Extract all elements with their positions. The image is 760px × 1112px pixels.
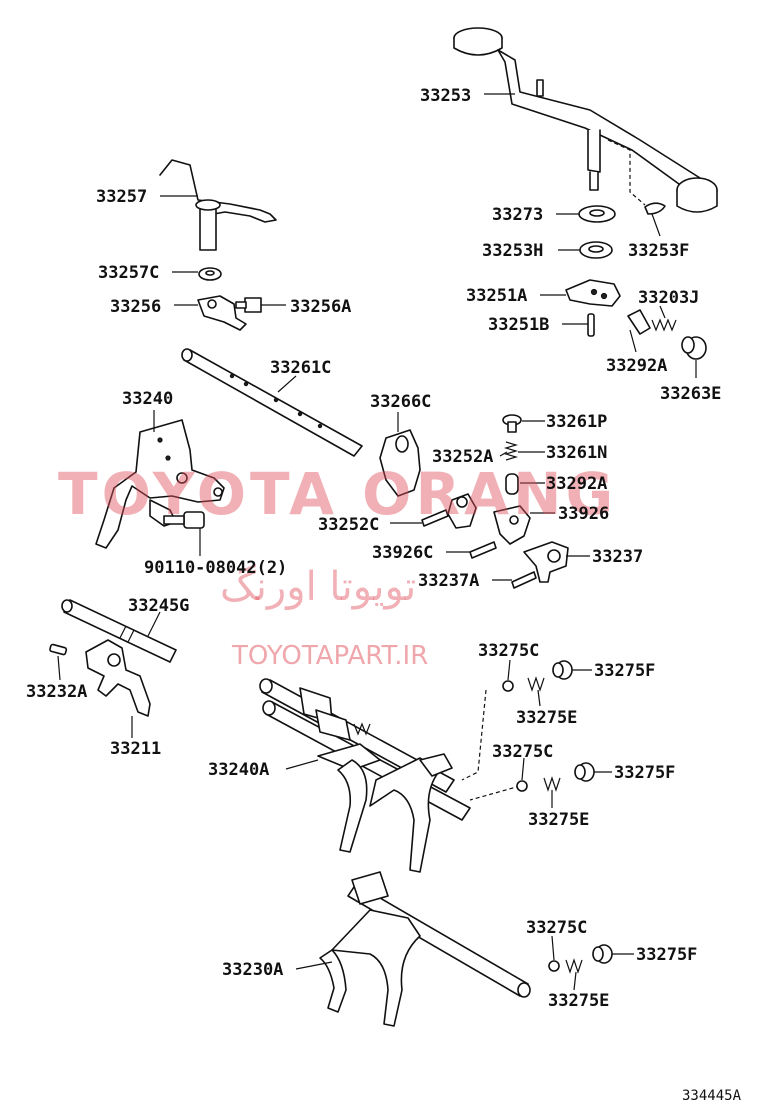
watermark-brand-farsi: تویوتا اورنگ [220, 564, 416, 610]
label-90110-08042: 90110-08042(2) [144, 558, 287, 578]
label-33275E-3: 33275E [548, 991, 609, 1011]
bolt-90110-08042 [163, 511, 205, 529]
plug-33261P [502, 414, 522, 433]
spring-33203J [651, 318, 677, 332]
label-33245G: 33245G [128, 596, 189, 616]
plunger-33292A-top [627, 309, 651, 335]
label-33257: 33257 [96, 187, 147, 207]
washer-33257C [198, 267, 222, 281]
spring-33275E-2 [543, 776, 561, 792]
part-33266C [379, 429, 421, 497]
shift-fork-33230A [319, 871, 531, 1027]
label-33275F-2: 33275F [614, 763, 675, 783]
label-33275F-3: 33275F [636, 945, 697, 965]
label-33275F-1: 33275F [594, 661, 655, 681]
plunger-33292A-mid [505, 473, 519, 495]
label-33292A-mid: 33292A [546, 474, 607, 494]
plug-33275F-1 [552, 660, 573, 680]
label-33926C: 33926C [372, 543, 433, 563]
shift-lever-33253 [453, 27, 718, 213]
label-33240A: 33240A [208, 760, 269, 780]
diagram-code: 334445A [682, 1088, 742, 1104]
label-33275E-2: 33275E [528, 810, 589, 830]
label-33252C: 33252C [318, 515, 379, 535]
shaft-33245G [61, 599, 177, 663]
fork-33211 [85, 639, 151, 717]
label-33275C-1: 33275C [478, 641, 539, 661]
label-33273: 33273 [492, 205, 543, 225]
label-33926: 33926 [558, 504, 609, 524]
pin-33926C [469, 541, 497, 559]
label-33251B: 33251B [488, 315, 549, 335]
pin-33252C [421, 509, 449, 527]
plug-33263E [681, 336, 707, 360]
label-33251A: 33251A [466, 286, 527, 306]
label-33261C: 33261C [270, 358, 331, 378]
label-33261N: 33261N [546, 443, 607, 463]
shift-fork-assembly-33240A [259, 678, 471, 873]
label-33203J: 33203J [638, 288, 699, 308]
label-33275C-3: 33275C [526, 918, 587, 938]
pin-33251B [587, 313, 595, 337]
spring-33275E-3 [565, 958, 583, 974]
ball-33275C-3 [548, 960, 560, 972]
label-33275C-2: 33275C [492, 742, 553, 762]
clip-33253F [644, 202, 666, 215]
bushing-33253H [579, 241, 613, 259]
ball-33275C-1 [502, 680, 514, 692]
watermark-brand: TOYOTA ORANG [58, 460, 617, 528]
label-33266C: 33266C [370, 392, 431, 412]
label-33256A: 33256A [290, 297, 351, 317]
label-33275E-1: 33275E [516, 708, 577, 728]
shaft-33261C [181, 348, 363, 457]
label-33252A: 33252A [432, 447, 493, 467]
lever-33926 [493, 505, 531, 545]
label-33292A-top: 33292A [606, 356, 667, 376]
label-33230A: 33230A [222, 960, 283, 980]
label-33253F: 33253F [628, 241, 689, 261]
ball-33275C-2 [516, 780, 528, 792]
bracket-33257 [159, 159, 277, 251]
label-33257C: 33257C [98, 263, 159, 283]
label-33256: 33256 [110, 297, 161, 317]
bolt-33256A [235, 297, 262, 313]
spring-33261N [503, 441, 519, 461]
label-33253H: 33253H [482, 241, 543, 261]
lever-33237 [523, 541, 569, 583]
block-33251A [565, 279, 621, 307]
watermark-site: TOYOTAPART.IR [231, 641, 428, 671]
label-33237A: 33237A [418, 571, 479, 591]
plug-33275F-2 [574, 762, 595, 782]
holder-33252A [447, 493, 477, 529]
pin-33237A [511, 571, 537, 589]
label-33211: 33211 [110, 739, 161, 759]
label-33253: 33253 [420, 86, 471, 106]
label-33263E: 33263E [660, 384, 721, 404]
label-33232A: 33232A [26, 682, 87, 702]
label-33237: 33237 [592, 547, 643, 567]
washer-33273 [578, 205, 616, 223]
lever-33256 [197, 295, 247, 331]
label-33240: 33240 [122, 389, 173, 409]
plug-33275F-3 [592, 944, 613, 964]
spring-33275E-1 [527, 676, 545, 692]
label-33261P: 33261P [546, 412, 607, 432]
pin-33232A [49, 643, 68, 656]
